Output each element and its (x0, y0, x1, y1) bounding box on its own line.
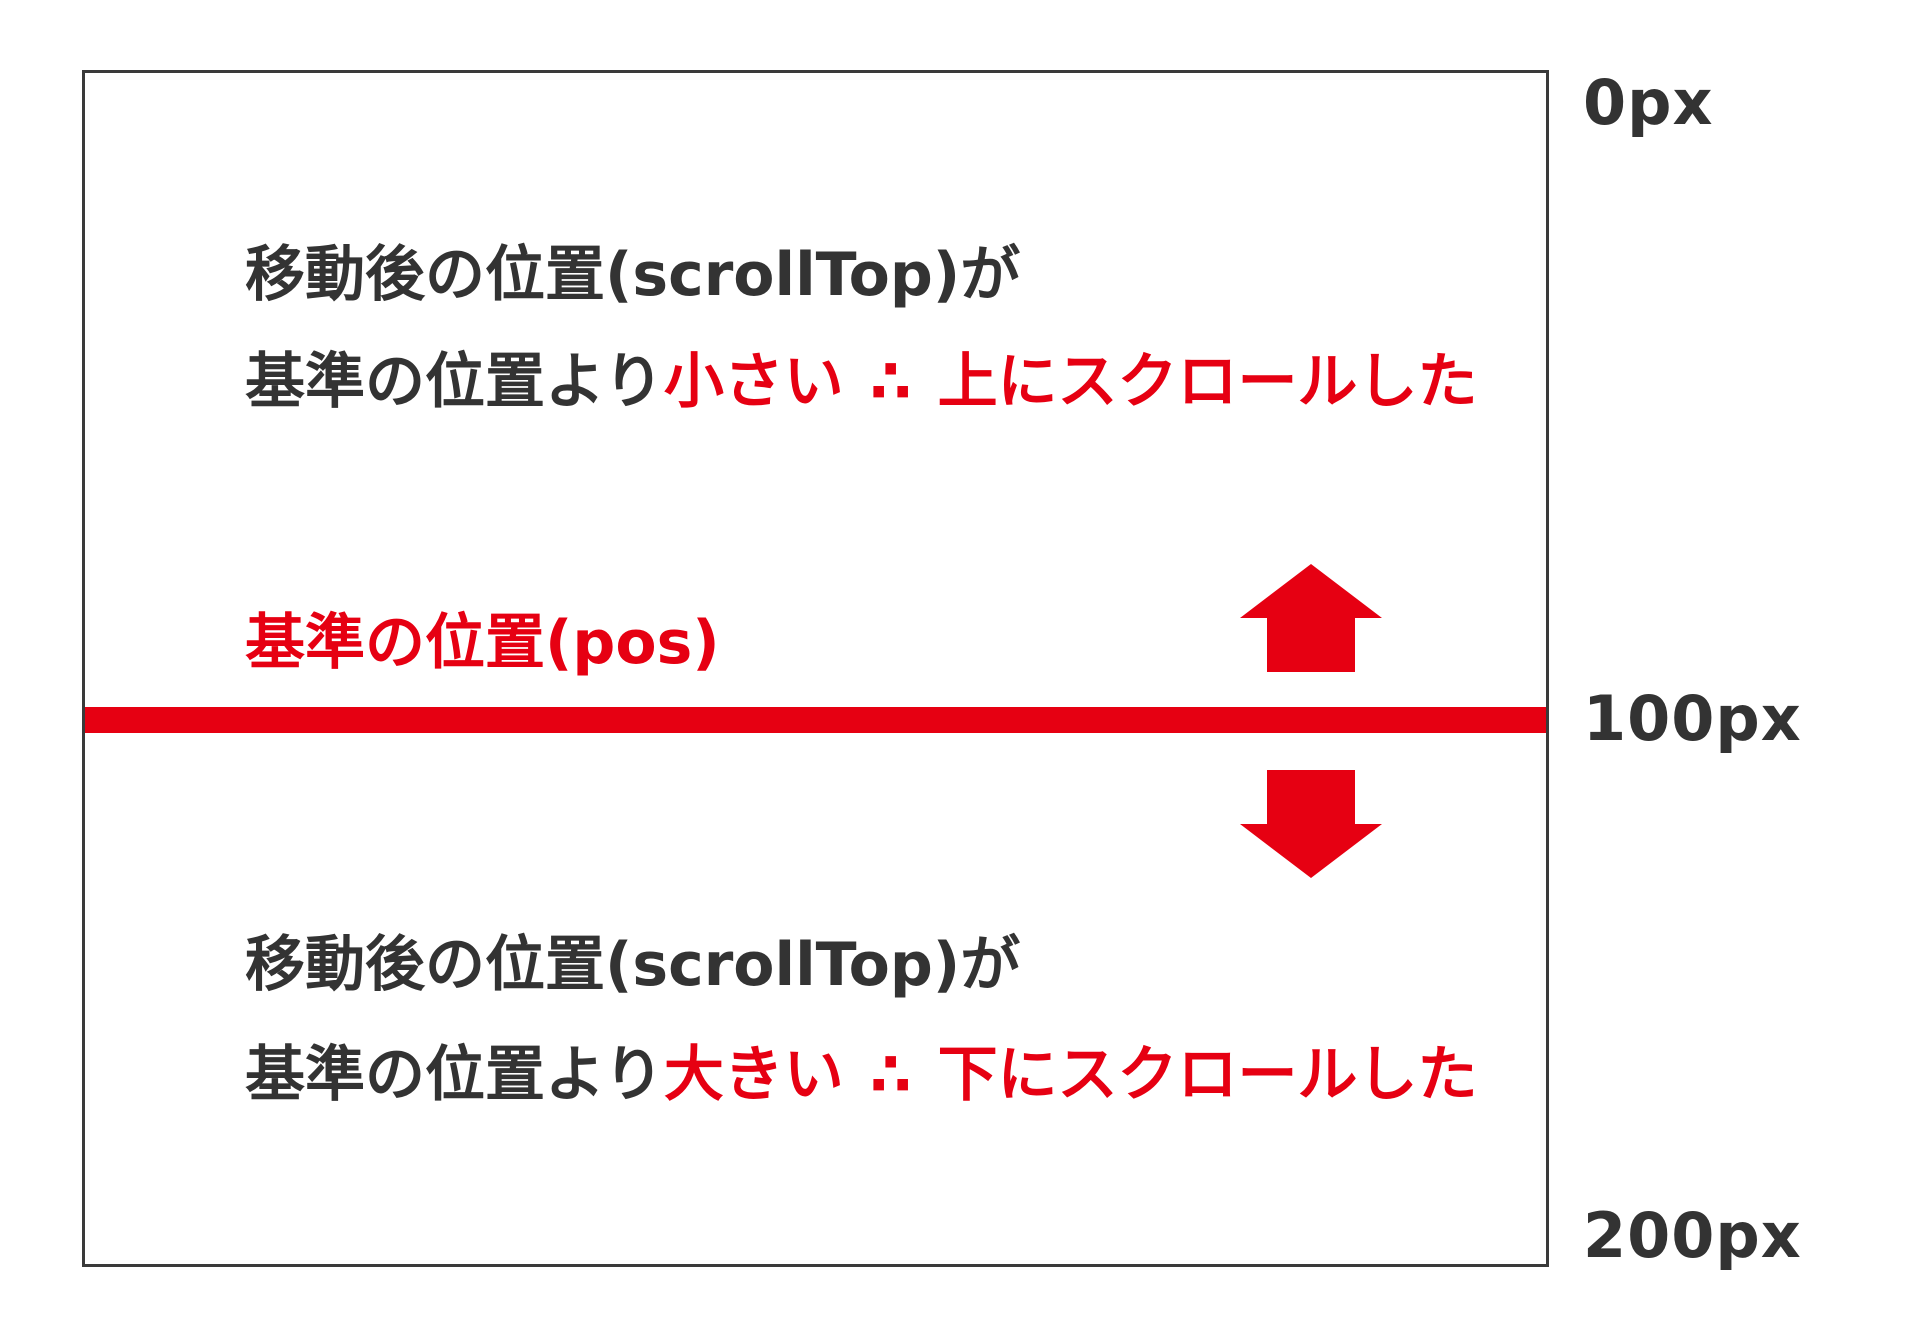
upper-therefore-symbol: ∴ (869, 347, 912, 417)
arrow-up-icon (1240, 564, 1382, 672)
lower-condition-result: 下にスクロールした (937, 1040, 1478, 1110)
upper-condition-prefix: 基準の位置より (245, 347, 664, 417)
lower-condition-prefix: 基準の位置より (245, 1040, 664, 1110)
reference-position-label: 基準の位置(pos) (245, 608, 720, 678)
lower-therefore-symbol: ∴ (869, 1040, 912, 1110)
scroll-area-frame (82, 70, 1549, 1267)
upper-condition-line1: 移動後の位置(scrollTop)が (245, 240, 1021, 310)
lower-condition-highlight: 大きい (663, 1040, 844, 1110)
reference-position-line (85, 707, 1546, 733)
arrow-down-icon (1240, 770, 1382, 878)
scale-label-bottom: 200px (1583, 1199, 1802, 1272)
upper-condition-line2: 基準の位置より小さい∴上にスクロールした (245, 352, 1478, 412)
scale-label-middle: 100px (1583, 682, 1802, 755)
scale-label-top: 0px (1583, 66, 1714, 139)
lower-condition-line1: 移動後の位置(scrollTop)が (245, 930, 1021, 1000)
upper-condition-result: 上にスクロールした (937, 347, 1478, 417)
upper-condition-highlight: 小さい (663, 347, 844, 417)
lower-condition-line2: 基準の位置より大きい∴下にスクロールした (245, 1045, 1478, 1105)
